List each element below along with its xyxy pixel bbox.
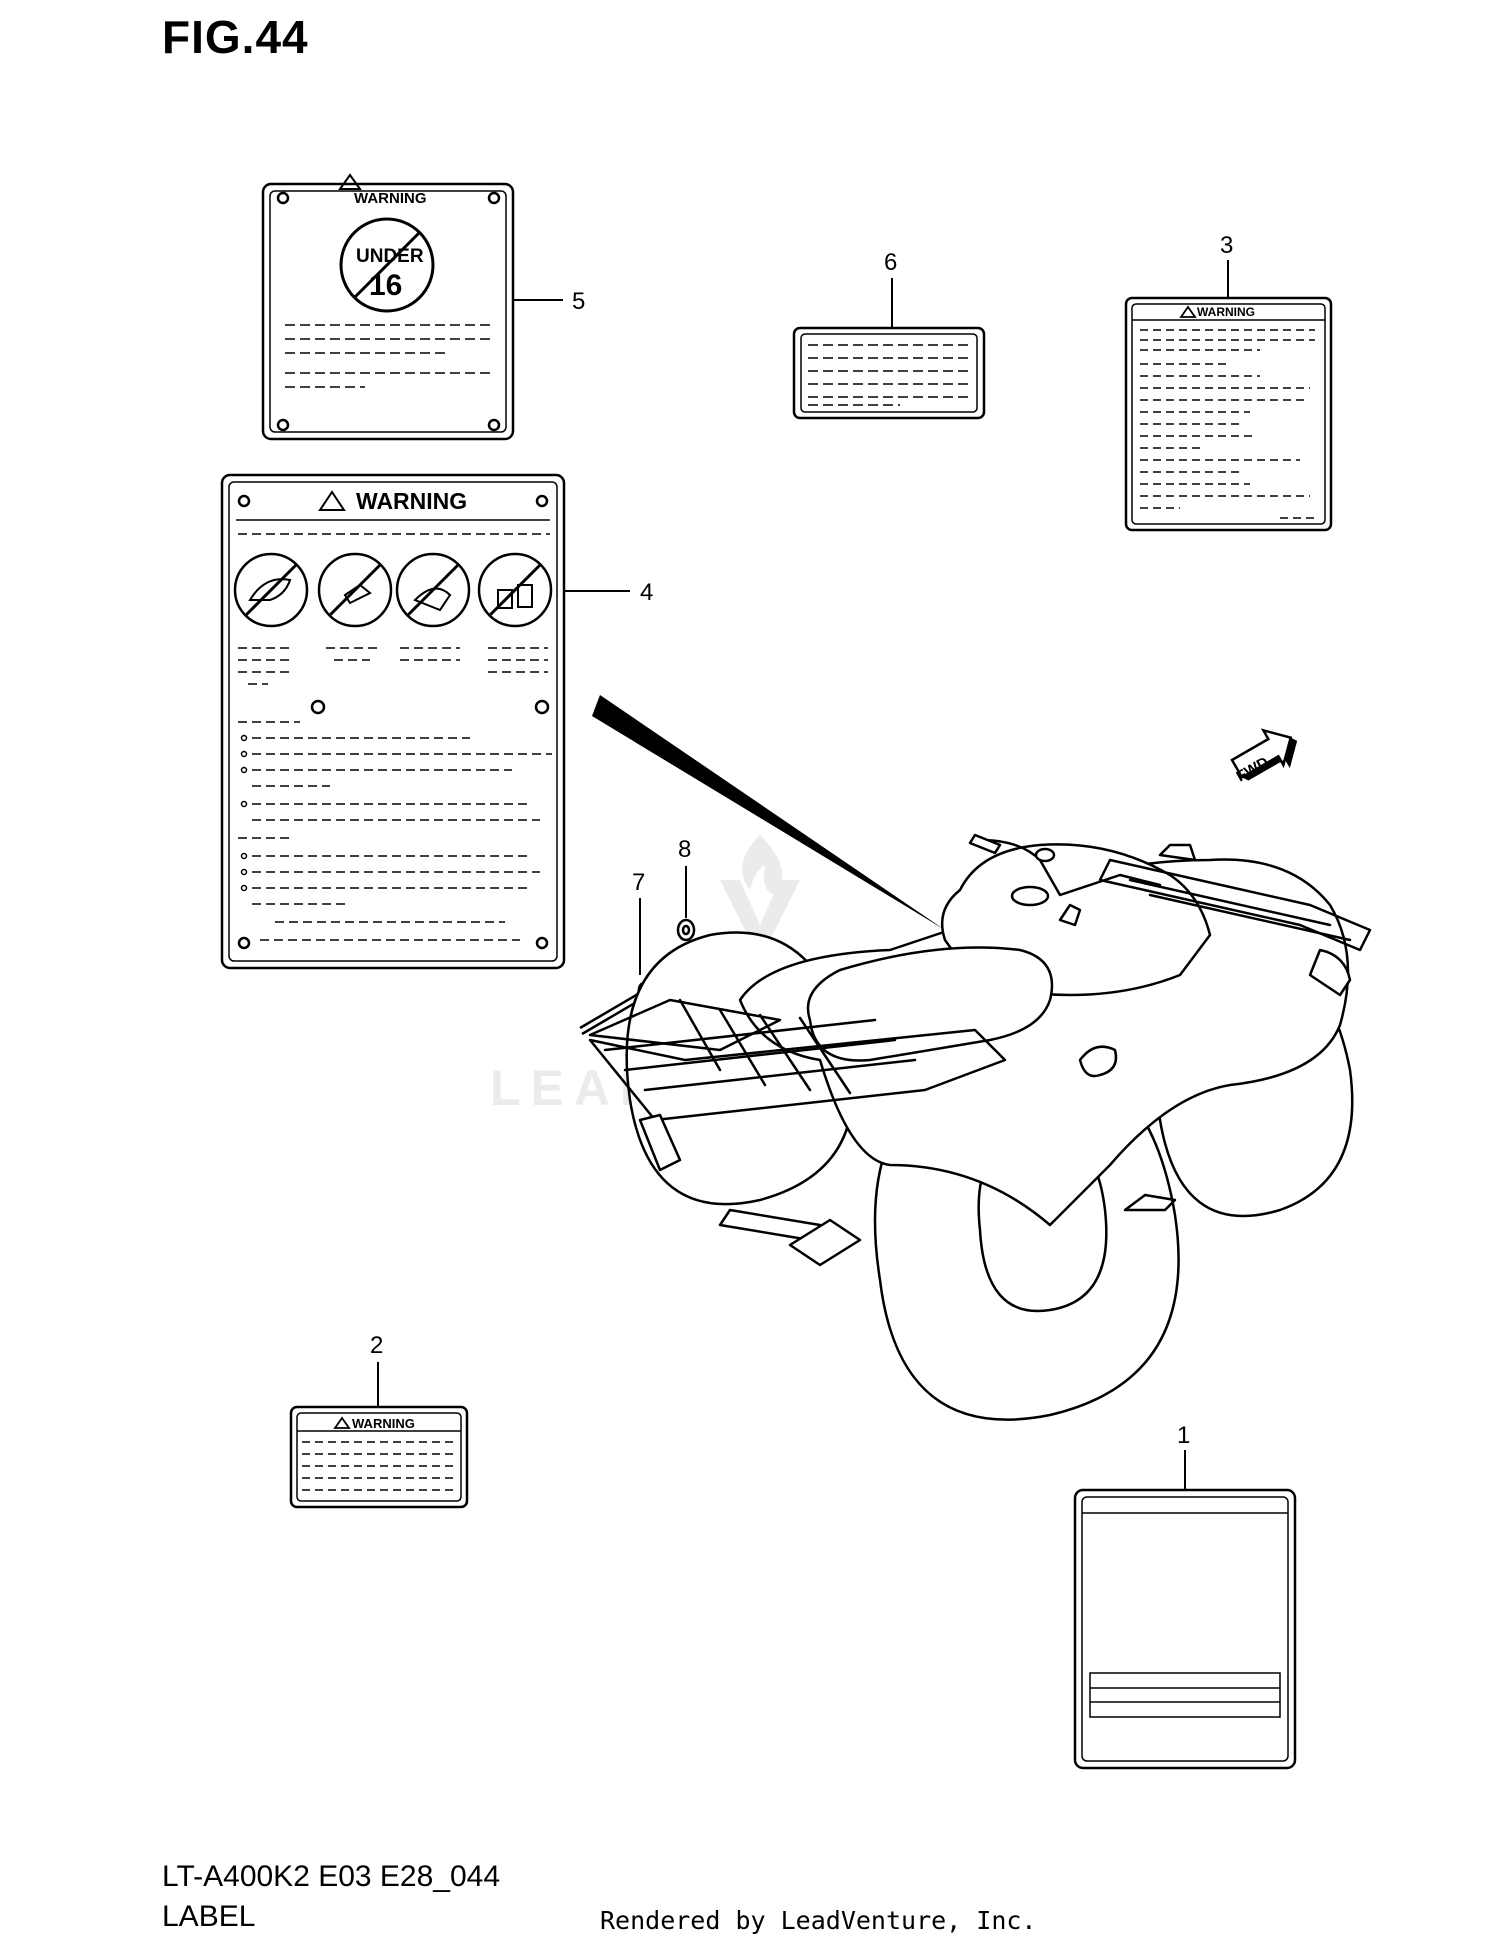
- callout-8: 8: [678, 836, 691, 863]
- part-8-washer: [676, 866, 696, 942]
- callout-3: 3: [1220, 232, 1233, 259]
- label-4-location-pointer: [592, 695, 945, 930]
- figure-title: FIG.44: [162, 11, 309, 63]
- label-1: [1073, 1450, 1297, 1770]
- callout-4: 4: [640, 579, 653, 606]
- callout-1: 1: [1177, 1422, 1190, 1449]
- label-3: [1124, 260, 1333, 532]
- section-name: LABEL: [162, 1900, 256, 1933]
- callout-2: 2: [370, 1332, 383, 1359]
- label-6: [792, 278, 986, 420]
- callout-6: 6: [884, 249, 897, 276]
- render-credit: Rendered by LeadVenture, Inc.: [600, 1906, 1037, 1935]
- atv-illustration: [588, 833, 1372, 1421]
- forward-arrow-icon: [1230, 728, 1298, 781]
- callout-5: 5: [572, 288, 585, 315]
- label-5-under-16: [261, 173, 563, 441]
- label-5-under-text: UNDER: [356, 246, 424, 267]
- label-3-warning-text: WARNING: [1197, 305, 1255, 319]
- label-5-age-text: 16: [369, 269, 402, 302]
- label-4-warning-text: WARNING: [356, 488, 467, 514]
- label-4-warning-sheet: [220, 473, 630, 970]
- label-2: [289, 1362, 469, 1509]
- callout-7: 7: [632, 869, 645, 896]
- model-code: LT-A400K2 E03 E28_044: [162, 1860, 501, 1893]
- label-5-warning-text: WARNING: [354, 190, 427, 207]
- label-2-warning-text: WARNING: [352, 1416, 415, 1431]
